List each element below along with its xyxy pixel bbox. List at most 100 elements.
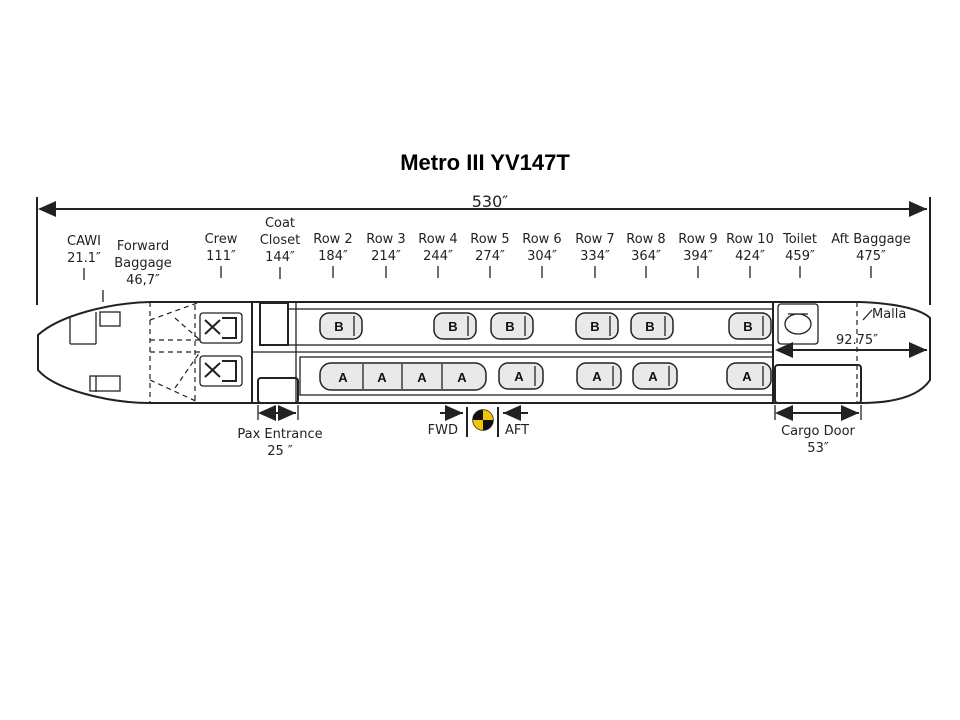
bench-cushion — [319, 362, 487, 391]
seat: B — [728, 312, 772, 340]
malla-length-label: 92.75″ — [836, 333, 878, 348]
station-value: 21.1″ — [67, 251, 101, 266]
station-name: Row 8 — [626, 232, 665, 247]
station-name: Row 2 — [313, 232, 352, 247]
seat-cushion — [575, 312, 619, 340]
dash-d3 — [174, 317, 201, 341]
nose-outline — [37, 301, 252, 404]
seat-cushion — [576, 362, 622, 390]
seat: A — [498, 362, 544, 390]
cargo-door-label: Cargo Door — [781, 424, 855, 439]
fuselage — [37, 301, 931, 404]
seat-letter: B — [334, 319, 343, 334]
crew-seat-bottom-symbol — [204, 360, 237, 382]
seat-cushion — [726, 362, 772, 390]
toilet — [777, 303, 819, 345]
station-name: Toilet — [782, 232, 817, 247]
dash-d2 — [149, 379, 201, 404]
station-name: Row 3 — [366, 232, 405, 247]
seat-cushion — [433, 312, 477, 340]
station-name-line: Row 10 — [726, 232, 774, 247]
malla-leader — [862, 309, 873, 321]
malla-dimension: Malla 92.75″ — [775, 302, 927, 403]
coat-closet — [259, 302, 289, 346]
cabin-structure — [252, 302, 862, 404]
seat: B — [490, 312, 534, 340]
seat: B — [575, 312, 619, 340]
forward-baggage-panel-bottom — [89, 375, 121, 392]
station-value: 111″ — [206, 249, 236, 264]
pax-entrance-door — [257, 377, 299, 404]
seat: A — [726, 362, 772, 390]
station-name-line: Row 6 — [522, 232, 561, 247]
station-name: Row 10 — [726, 232, 774, 247]
toilet-frame — [777, 303, 819, 345]
station-name: Row 5 — [470, 232, 509, 247]
station-value: 144″ — [265, 250, 295, 265]
seat-letter: A — [338, 370, 348, 385]
center-of-gravity: FWD AFT — [428, 405, 529, 438]
dash-d4 — [174, 351, 201, 389]
station-value: 304″ — [527, 249, 557, 264]
station-name-line: Row 7 — [575, 232, 614, 247]
station-value: 46,7″ — [126, 273, 160, 288]
seat-cushion — [630, 312, 674, 340]
station-value: 274″ — [475, 249, 505, 264]
seat-cushion — [632, 362, 678, 390]
station-3: Crew 111″ — [205, 232, 238, 278]
station-name-line: Row 8 — [626, 232, 665, 247]
station-name-line: Baggage — [114, 256, 172, 271]
seat-letter: A — [457, 370, 467, 385]
station-name-line: Row 3 — [366, 232, 405, 247]
station-value: 184″ — [318, 249, 348, 264]
pax-entrance-value: 25 ″ — [267, 444, 293, 459]
station-name-line: Crew — [205, 232, 238, 247]
seat-letter: B — [743, 319, 752, 334]
station-name-line: Row 2 — [313, 232, 352, 247]
seat-letter: A — [648, 369, 658, 384]
station-name: Row 9 — [678, 232, 717, 247]
cockpit-crew-area — [149, 301, 243, 404]
cargo-door-value: 53″ — [807, 441, 829, 456]
station-name-line: Forward — [117, 239, 169, 254]
station-name: Crew — [205, 232, 238, 247]
station-name-line: Row 5 — [470, 232, 509, 247]
station-6: Row 3 214″ — [366, 232, 406, 278]
seat-letter: B — [505, 319, 514, 334]
station-name-line: Coat — [265, 216, 295, 231]
station-5: Row 2 184″ — [313, 232, 353, 278]
crew-seat-top-frame — [199, 312, 243, 344]
station-value: 214″ — [371, 249, 401, 264]
fuselage-body-outline — [252, 301, 931, 404]
seat-letter: B — [448, 319, 457, 334]
pax-entrance-dimension: Pax Entrance 25 ″ — [237, 405, 323, 459]
seat: A — [632, 362, 678, 390]
cargo-door — [774, 364, 862, 404]
station-name: Aft Baggage — [831, 232, 911, 247]
overall-length-label: 530″ — [472, 192, 509, 211]
seat-letter: A — [417, 370, 427, 385]
diagram-title: Metro III YV147T — [400, 150, 570, 175]
crew-seat-bottom — [199, 355, 243, 387]
seat-letter: A — [377, 370, 387, 385]
cg-fwd-label: FWD — [428, 423, 458, 438]
station-8: Row 5 274″ — [470, 232, 510, 278]
malla-label: Malla — [872, 307, 906, 322]
station-name: Row 4 — [418, 232, 457, 247]
seat: A — [576, 362, 622, 390]
station-name: Row 7 — [575, 232, 614, 247]
station-name-line: Toilet — [782, 232, 817, 247]
seat: B — [433, 312, 477, 340]
seat-letter: A — [742, 369, 752, 384]
